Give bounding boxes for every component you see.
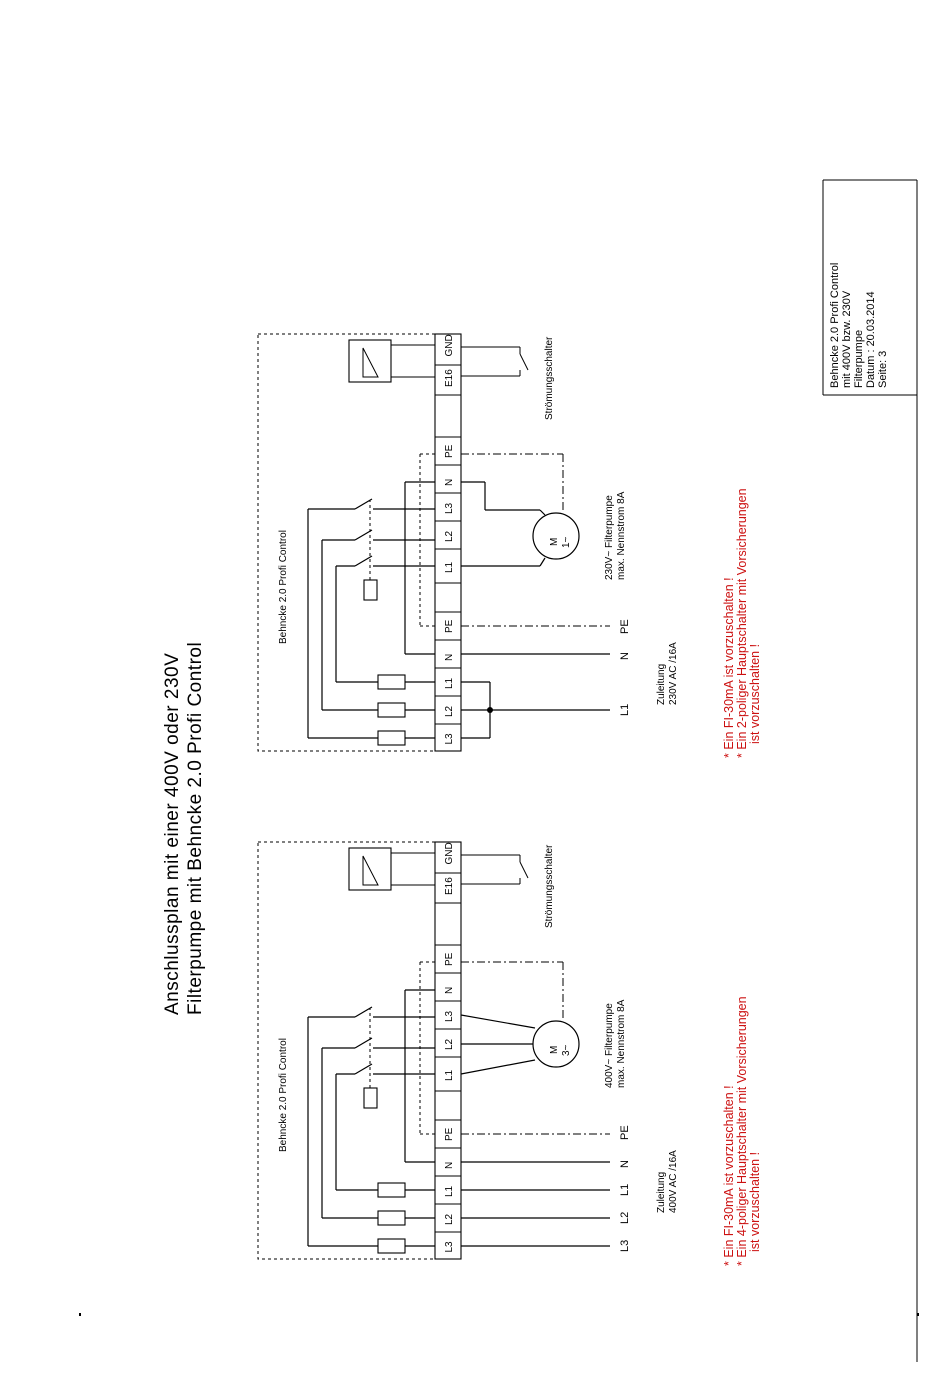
terminal-label: N xyxy=(444,1162,455,1169)
note-2: * Ein 4-poliger Hauptschalter mit Vorsic… xyxy=(735,996,749,1266)
note-3: ist vorzuschalten ! xyxy=(748,1152,762,1252)
zuleitung-label: Zuleitung xyxy=(656,1172,667,1213)
title-line-1: Anschlussplan mit einer 400V oder 230V xyxy=(162,653,183,1015)
flow-switch-contact xyxy=(519,353,529,371)
motor-wire xyxy=(539,557,546,567)
motor-letter: M xyxy=(549,538,560,546)
info-line-1: Behncke 2.0 Profi Control xyxy=(829,263,841,388)
supply-label: PE xyxy=(619,619,631,634)
relay-contact xyxy=(354,1006,373,1018)
page-mark-right xyxy=(917,1313,919,1316)
supply-label: PE xyxy=(619,1125,631,1140)
terminal-label: L1 xyxy=(444,561,455,573)
motor-circle xyxy=(532,1020,580,1068)
fuse xyxy=(377,1238,406,1254)
title-line-2: Filterpumpe mit Behncke 2.0 Profi Contro… xyxy=(185,642,206,1015)
fuse xyxy=(377,1210,406,1226)
zuleitung-rating: 400V AC /16A xyxy=(668,1150,679,1213)
terminal-label: E16 xyxy=(444,877,455,895)
motor-phase: 3~ xyxy=(561,1044,572,1056)
supply-label: L1 xyxy=(619,1184,631,1196)
terminal-strip xyxy=(434,841,462,1260)
flow-switch-label: Strömungsschalter xyxy=(544,336,555,420)
motor-letter: M xyxy=(549,1046,560,1054)
info-line-2: mit 400V bzw. 230V xyxy=(841,290,853,388)
page-mark-left xyxy=(79,1313,81,1316)
zuleitung-rating: 230V AC /16A xyxy=(668,642,679,705)
fuse xyxy=(377,730,406,746)
flow-switch-label: Strömungsschalter xyxy=(544,844,555,928)
note-3: ist vorzuschalten ! xyxy=(748,644,762,744)
info-line-4: Datum : 20.03.2014 xyxy=(865,291,877,388)
info-block: Behncke 2.0 Profi Control mit 400V bzw. … xyxy=(822,179,918,1362)
terminal-label: L2 xyxy=(444,705,455,717)
relay-contact xyxy=(354,498,373,510)
relay-contact xyxy=(354,555,373,567)
terminal-label: GND xyxy=(444,842,455,864)
terminal-label: N xyxy=(444,987,455,994)
pump-label-2: max. Nennstrom 8A xyxy=(616,999,627,1088)
relay-coil xyxy=(363,579,378,601)
supply-label: N xyxy=(619,652,631,660)
zuleitung-label: Zuleitung xyxy=(656,664,667,705)
flow-sensor-symbol xyxy=(362,347,379,378)
terminal-label: L1 xyxy=(444,677,455,689)
relay-contact xyxy=(354,529,373,541)
relay-contact xyxy=(354,1063,373,1075)
info-line-5: Seite: 3 xyxy=(877,351,889,388)
controller-enclosure xyxy=(257,333,462,752)
note-1: * Ein FI-30mA ist vorzuschalten ! xyxy=(722,577,736,758)
flow-switch-contact xyxy=(519,861,529,879)
motor-wire xyxy=(539,509,546,516)
controller-enclosure xyxy=(257,841,462,1260)
terminal-label: E16 xyxy=(444,369,455,387)
flow-sensor-symbol xyxy=(362,855,379,886)
controller-label: Behncke 2.0 Profi Control xyxy=(278,1038,289,1152)
pump-label-2: max. Nennstrom 8A xyxy=(616,491,627,580)
terminal-label: L3 xyxy=(444,1241,455,1253)
supply-label: L3 xyxy=(619,1240,631,1252)
terminal-label: L1 xyxy=(444,1185,455,1197)
motor-wire xyxy=(460,1014,536,1029)
fuse xyxy=(377,702,406,718)
diagram-400v: Behncke 2.0 Profi ControlL3L2L1NPEL1L2L3… xyxy=(257,841,762,1266)
terminal-label: L2 xyxy=(444,530,455,542)
motor-phase: 1~ xyxy=(561,536,572,548)
controller-label: Behncke 2.0 Profi Control xyxy=(278,530,289,644)
terminal-label: PE xyxy=(444,1127,455,1141)
supply-label: L2 xyxy=(619,1212,631,1224)
terminal-label: N xyxy=(444,479,455,486)
pump-label-1: 400V~ Filterpumpe xyxy=(604,1003,615,1088)
terminal-label: L2 xyxy=(444,1038,455,1050)
supply-label: L1 xyxy=(619,704,631,716)
terminal-label: L2 xyxy=(444,1213,455,1225)
motor-circle xyxy=(532,512,580,560)
terminal-label: N xyxy=(444,654,455,661)
relay-contact xyxy=(354,1037,373,1049)
fuse xyxy=(377,674,406,690)
page-title: Anschlussplan mit einer 400V oder 230V F… xyxy=(162,642,206,1015)
terminal-label: L1 xyxy=(444,1069,455,1081)
diagram-230v: Behncke 2.0 Profi ControlL3L2L1NPEL1L2L3… xyxy=(257,333,762,758)
pump-label-1: 230V~ Filterpumpe xyxy=(604,495,615,580)
supply-label: N xyxy=(619,1160,631,1168)
terminal-label: L3 xyxy=(444,733,455,745)
terminal-label: PE xyxy=(444,952,455,966)
motor-wire xyxy=(460,1059,536,1075)
note-1: * Ein FI-30mA ist vorzuschalten ! xyxy=(722,1085,736,1266)
terminal-label: PE xyxy=(444,444,455,458)
terminal-label: PE xyxy=(444,619,455,633)
terminal-label: L3 xyxy=(444,502,455,514)
junction-dot xyxy=(487,707,493,713)
terminal-label: L3 xyxy=(444,1010,455,1022)
fuse xyxy=(377,1182,406,1198)
info-line-3: Filterpumpe xyxy=(853,330,865,388)
terminal-label: GND xyxy=(444,334,455,356)
note-2: * Ein 2-poliger Hauptschalter mit Vorsic… xyxy=(735,488,749,758)
relay-coil xyxy=(363,1087,378,1109)
